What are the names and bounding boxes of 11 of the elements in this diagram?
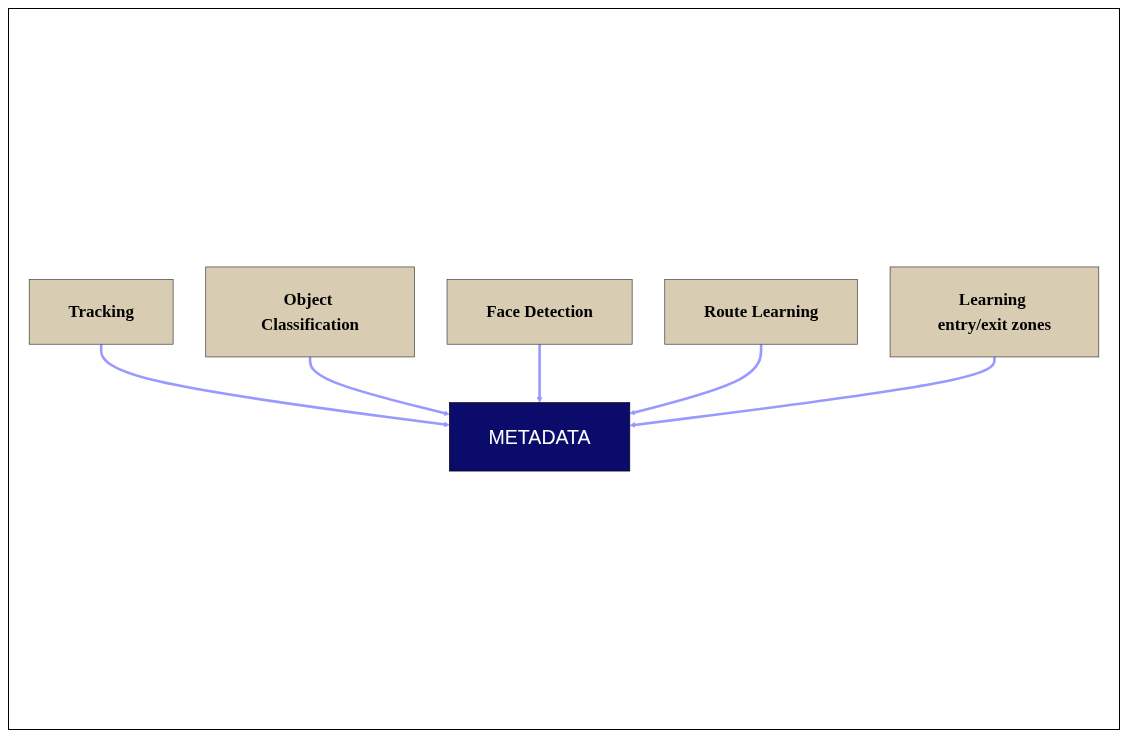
node-box: METADATA [449, 402, 631, 472]
node-box: Learning entry/exit zones [889, 266, 1100, 358]
node-box: Route Learning [664, 279, 858, 345]
arrow [308, 356, 450, 416]
arrow [629, 344, 763, 416]
arrow [536, 344, 543, 403]
arrow [629, 356, 996, 428]
node-box: Object Classification [205, 266, 415, 358]
arrow [99, 344, 450, 428]
node-box: Tracking [28, 279, 174, 345]
node-box: Face Detection [446, 279, 633, 345]
